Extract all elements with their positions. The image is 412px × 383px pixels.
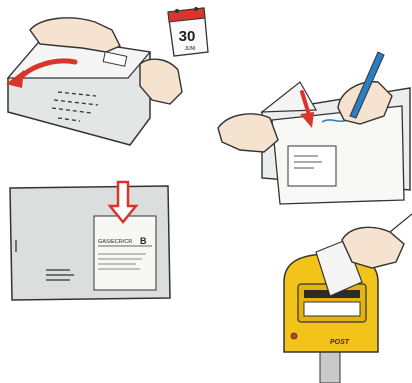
calendar-month: JUNI [184,46,195,52]
hand-holding [218,114,278,152]
form-window [288,146,336,186]
panel-mailbox: POST [284,214,412,383]
calendar-icon: 30 JUNI [168,7,208,56]
address-code: GAS/ECR/CR [98,239,132,245]
panel-sign-form [218,52,410,204]
hand-posting [342,227,404,268]
address-letter: B [140,236,147,246]
mailbox-brand: POST [330,339,350,346]
mailbox-keyhole [291,333,297,339]
address-label [94,216,156,290]
mailbox-window [304,302,360,316]
calendar-day: 30 [179,28,196,45]
panel-address: GAS/ECR/CR B [10,182,170,300]
panel-open-envelope [6,18,182,145]
sleeve-edge [390,214,412,232]
mailbox-post [320,352,340,383]
